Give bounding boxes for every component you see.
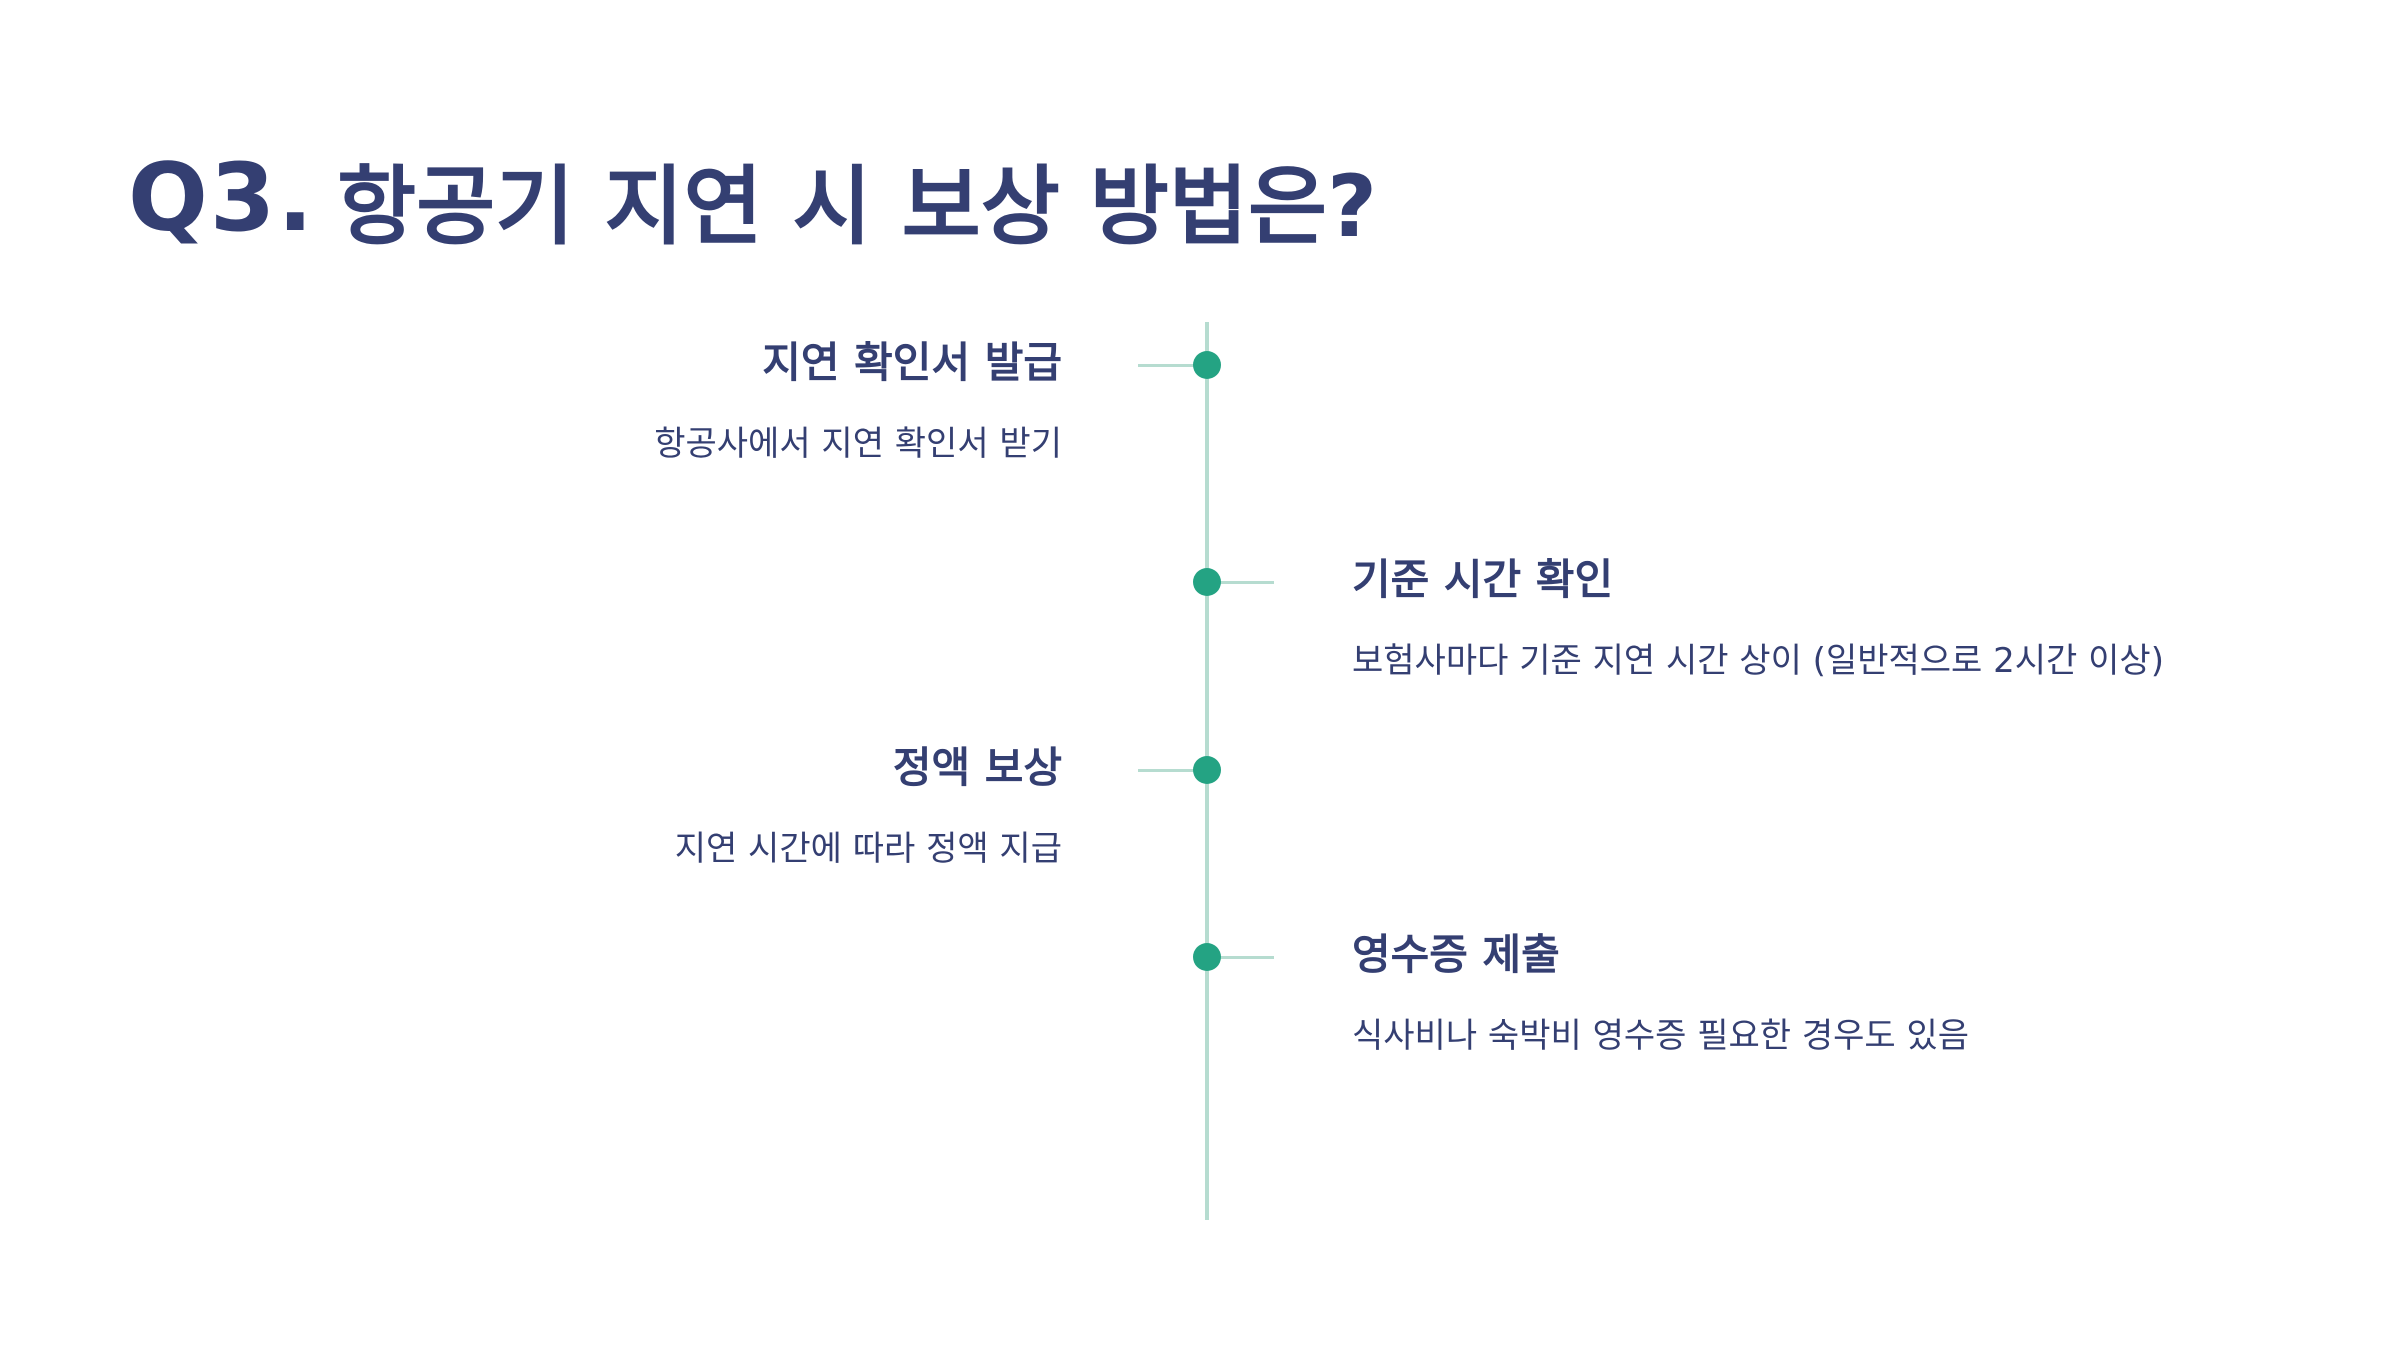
slide-title: Q3. 항공기 지연 시 보상 방법은? — [128, 138, 1377, 258]
step-title: 지연 확인서 발급 — [762, 338, 1062, 387]
step-description: 지연 시간에 따라 정액 지급 — [674, 829, 1062, 869]
step-connector — [1208, 581, 1274, 584]
step-connector — [1138, 364, 1208, 367]
step-description: 항공사에서 지연 확인서 받기 — [654, 424, 1062, 464]
step-dot — [1193, 351, 1221, 379]
step-connector — [1138, 769, 1208, 772]
step-dot — [1193, 568, 1221, 596]
title-text: 항공기 지연 시 보상 방법은? — [337, 156, 1377, 257]
step-description: 보험사마다 기준 지연 시간 상이 (일반적으로 2시간 이상) — [1352, 641, 2164, 681]
step-dot — [1193, 756, 1221, 784]
step-description: 식사비나 숙박비 영수증 필요한 경우도 있음 — [1352, 1016, 1970, 1056]
step-dot — [1193, 943, 1221, 971]
step-title: 영수증 제출 — [1352, 930, 1560, 979]
step-connector — [1208, 956, 1274, 959]
step-title: 정액 보상 — [892, 743, 1062, 792]
title-prefix: Q3. — [128, 143, 316, 253]
step-title: 기준 시간 확인 — [1352, 555, 1614, 604]
